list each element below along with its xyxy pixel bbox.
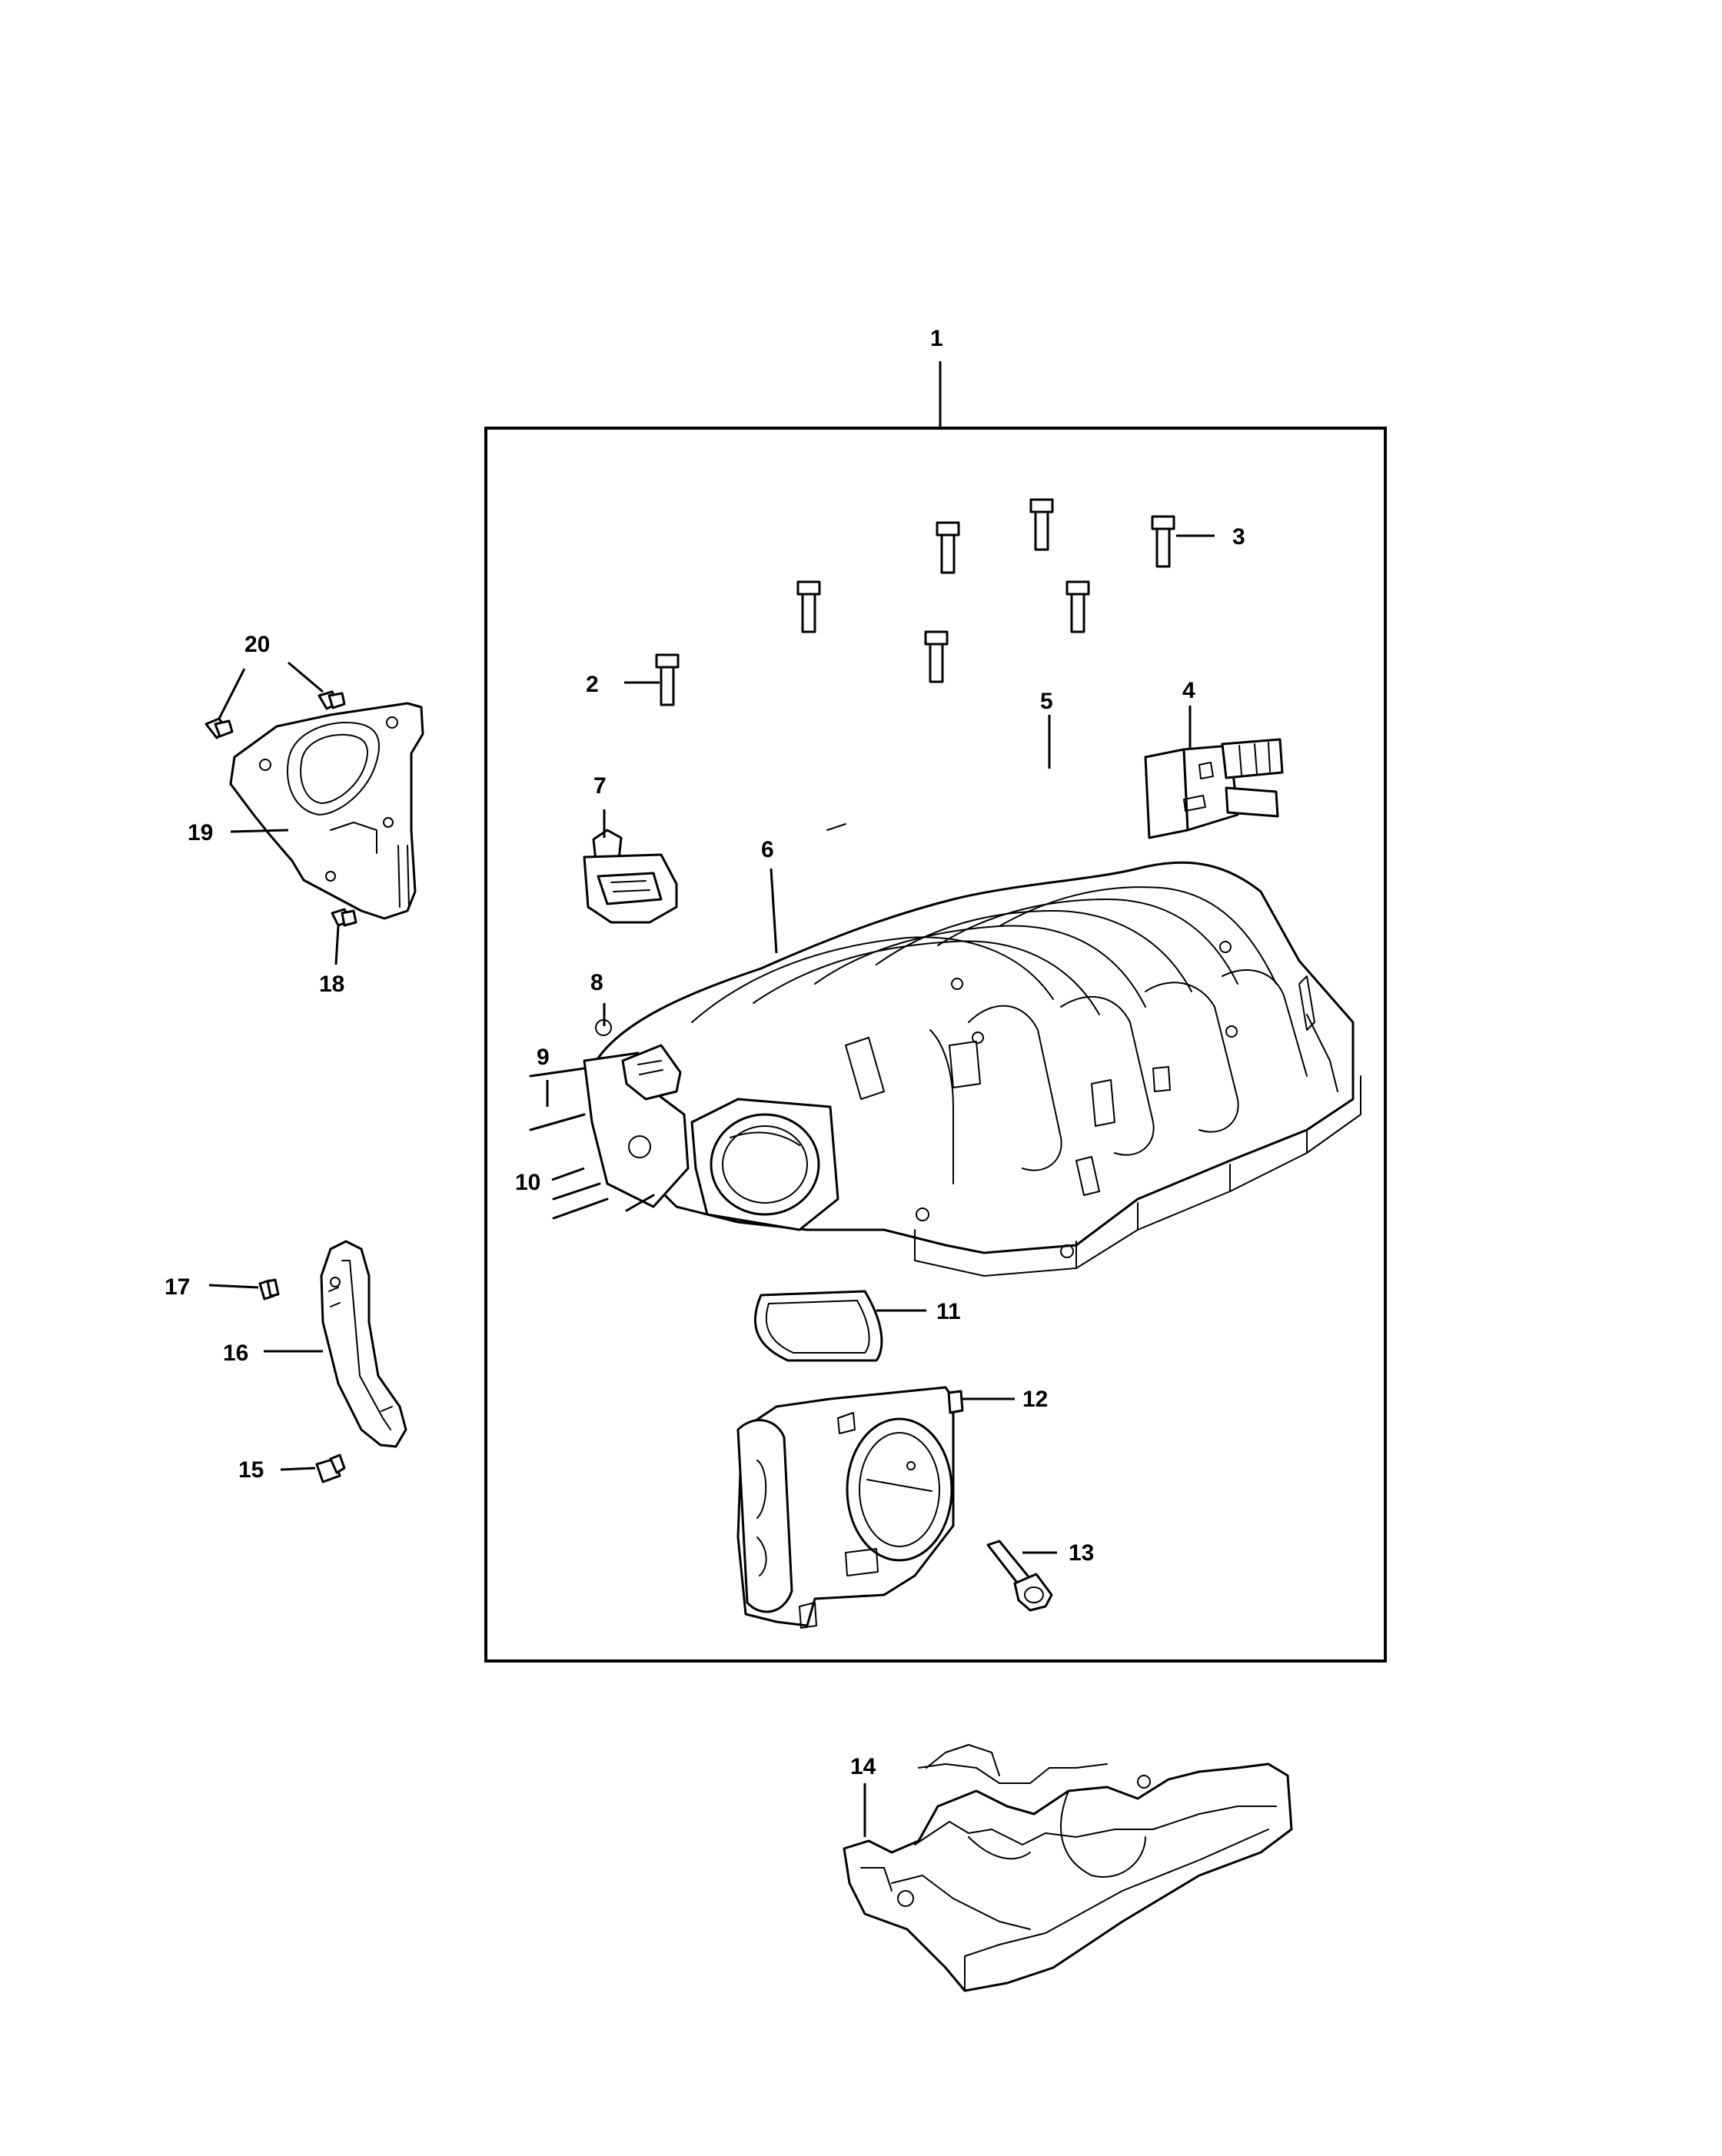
manifold-bolt-group (655, 498, 1175, 706)
bracket-nut-20b (317, 690, 346, 710)
leader-line-18 (334, 925, 340, 965)
map-sensor (583, 829, 678, 924)
callout-12: 12 (1022, 1387, 1048, 1412)
clip-17 (258, 1278, 280, 1301)
callout-2: 2 (586, 672, 599, 697)
callout-17: 17 (165, 1274, 190, 1300)
throttle-body-bolt (986, 1540, 1053, 1612)
throttle-body (736, 1386, 964, 1629)
leader-line-20a (218, 668, 246, 719)
callout-20: 20 (244, 632, 270, 657)
callout-15: 15 (238, 1457, 264, 1483)
support-bracket (229, 702, 424, 920)
intake-manifold (529, 861, 1361, 1277)
leader-line-19 (230, 829, 289, 833)
callout-16: 16 (223, 1340, 248, 1366)
callout-11: 11 (936, 1299, 961, 1324)
leader-line-17 (208, 1284, 259, 1289)
callout-13: 13 (1069, 1540, 1094, 1566)
leader-line-10 (551, 1167, 585, 1181)
throttle-body-gasket (754, 1290, 883, 1362)
callout-14: 14 (850, 1754, 876, 1779)
callout-19: 19 (188, 820, 213, 845)
callout-9: 9 (537, 1045, 550, 1070)
callout-1: 1 (930, 326, 943, 351)
callout-7: 7 (593, 773, 607, 799)
bracket-nut-20a (204, 717, 234, 739)
bolt-15 (315, 1453, 346, 1483)
callout-4: 4 (1182, 678, 1195, 703)
callout-10: 10 (515, 1170, 540, 1195)
mounting-strap (320, 1240, 407, 1448)
purge-solenoid-valve (1144, 738, 1284, 839)
callout-3: 3 (1232, 524, 1245, 550)
leader-line-15 (280, 1467, 316, 1471)
engine-cover (843, 1744, 1293, 1992)
leader-line-6 (770, 868, 778, 954)
vacuum-hose (826, 742, 1151, 831)
callout-8: 8 (590, 970, 603, 995)
bracket-nut-18 (331, 908, 357, 927)
callout-6: 6 (761, 837, 774, 862)
kit-boundary-box (484, 427, 1387, 1663)
callout-5: 5 (1040, 689, 1053, 714)
leader-line-20b (288, 661, 324, 693)
callout-18: 18 (319, 972, 344, 997)
